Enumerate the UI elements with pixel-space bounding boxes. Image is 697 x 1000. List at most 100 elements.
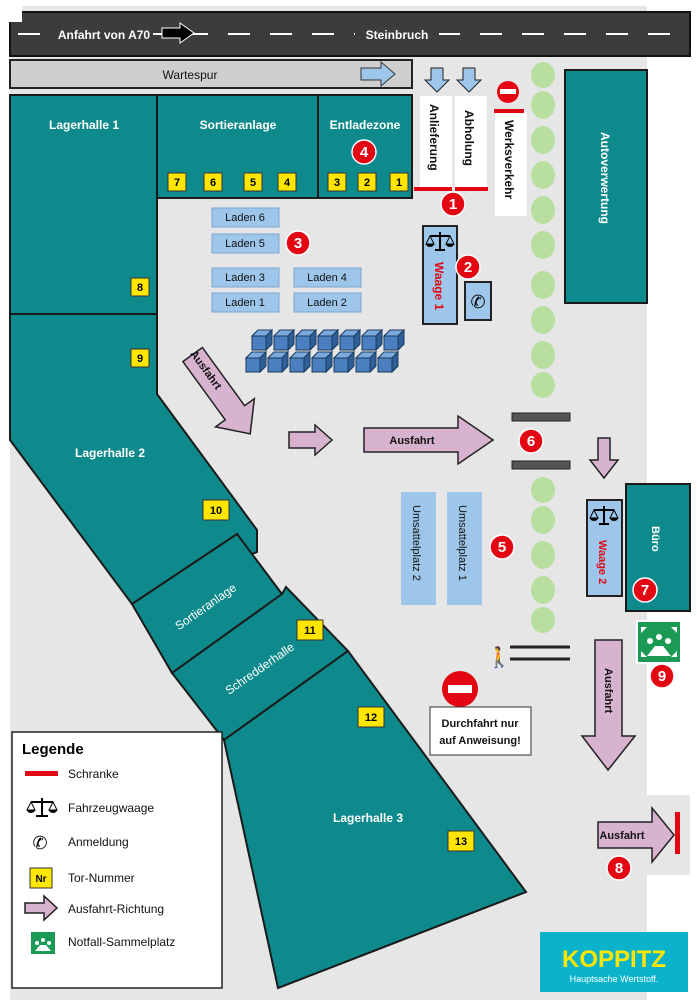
svg-text:3: 3 <box>294 235 302 252</box>
tor-badge: 9 <box>130 348 150 368</box>
svg-text:1: 1 <box>449 196 457 213</box>
road-label-steinbruch: Steinbruch <box>366 28 429 42</box>
exit-arrow-down-small <box>588 437 620 480</box>
arrow-right-icon <box>161 22 195 44</box>
umsattelplatz-1: Umsattelplatz 1 <box>447 492 482 605</box>
notice-box: Durchfahrt nur auf Anweisung! <box>429 706 532 756</box>
tor-badge: 8 <box>130 277 150 297</box>
building-autoverwertung: Autoverwertung <box>564 69 648 304</box>
svg-text:7: 7 <box>174 177 180 189</box>
lane-abholung-label: Abholung <box>462 110 476 166</box>
lagerhalle1-label: Lagerhalle 1 <box>49 118 119 132</box>
exit-arrow-icon <box>24 894 59 922</box>
svg-text:5: 5 <box>498 539 506 556</box>
tor-numbers: 1 2 3 4 5 6 7 8 9 10 11 12 13 <box>130 172 475 852</box>
exit-arrow-final: Ausfahrt <box>597 805 675 865</box>
svg-text:Laden 1: Laden 1 <box>225 297 265 309</box>
access-road: Anfahrt von A70 Steinbruch <box>9 11 691 57</box>
pedestrian-icon: 🚶 <box>487 645 512 669</box>
badge-5: 5 <box>489 534 515 560</box>
svg-text:6: 6 <box>527 433 535 450</box>
exit-arrow-vertical: Ausfahrt <box>580 639 637 772</box>
gate-bar <box>511 412 571 422</box>
laden-box: Laden 1 <box>211 292 280 313</box>
svg-text:8: 8 <box>615 860 623 877</box>
exit-arrow-main: Ausfahrt <box>363 414 495 466</box>
lagerhalle2-label: Lagerhalle 2 <box>75 446 145 460</box>
badge-2: 2 <box>455 254 481 280</box>
logo-brand: KOPPITZ <box>562 946 666 973</box>
notice-line1: Durchfahrt nur <box>442 718 520 730</box>
tor-badge: 3 <box>327 172 347 192</box>
assembly-point-icon <box>31 932 55 954</box>
waage-1-label: Waage 1 <box>432 262 446 311</box>
svg-text:4: 4 <box>284 177 291 189</box>
svg-text:8: 8 <box>137 282 143 294</box>
svg-text:12: 12 <box>365 712 377 724</box>
svg-text:Laden 5: Laden 5 <box>225 238 265 250</box>
svg-text:11: 11 <box>304 625 316 637</box>
scale-icon <box>589 506 619 525</box>
svg-text:9: 9 <box>137 353 143 365</box>
road-label-a70: Anfahrt von A70 <box>58 28 151 42</box>
svg-text:9: 9 <box>658 668 666 685</box>
laden-box: Laden 6 <box>211 207 280 228</box>
svg-text:10: 10 <box>210 505 222 517</box>
laden-box: Laden 2 <box>293 292 362 313</box>
badge-4: 4 <box>351 139 377 165</box>
svg-text:Laden 6: Laden 6 <box>225 212 265 224</box>
svg-text:Laden 2: Laden 2 <box>307 297 347 309</box>
badge-6: 6 <box>518 428 544 454</box>
svg-text:Laden 3: Laden 3 <box>225 272 265 284</box>
umsattelplatz-2: Umsattelplatz 2 <box>401 492 436 605</box>
laden-box: Laden 3 <box>211 267 280 288</box>
exit-arrow-small <box>288 423 334 457</box>
building-lagerhalle2: Lagerhalle 2 <box>9 313 258 606</box>
phone-icon: ✆ <box>32 833 47 853</box>
tor-badge: 12 <box>357 706 385 728</box>
lane-anlieferung-label: Anlieferung <box>427 104 441 171</box>
waage-2-label: Waage 2 <box>596 540 608 584</box>
schranke-anlieferung <box>414 187 452 191</box>
svg-text:13: 13 <box>455 836 467 848</box>
autoverwertung-label: Autoverwertung <box>598 132 612 224</box>
hedge <box>531 62 555 633</box>
lane-werksverkehr: Werksverkehr <box>495 112 527 216</box>
tor-badge: 11 <box>296 619 324 641</box>
building-lagerhalle3: Lagerhalle 3 <box>222 649 528 990</box>
exit-label: Ausfahrt <box>602 668 614 714</box>
svg-text:6: 6 <box>210 177 216 189</box>
legend-sammel: Notfall-Sammelplatz <box>68 935 175 949</box>
exit-label: Ausfahrt <box>389 435 435 447</box>
svg-text:2: 2 <box>364 177 370 189</box>
wartespur-label: Wartespur <box>163 68 218 82</box>
laden-box: Laden 4 <box>293 267 362 288</box>
lane-anlieferung: Anlieferung <box>420 96 452 188</box>
arrow-right-icon <box>360 60 396 88</box>
koppitz-logo: KOPPITZ Hauptsache Wertstoff. <box>540 932 688 992</box>
badge-8: 8 <box>606 855 632 881</box>
lane-werksverkehr-label: Werksverkehr <box>502 120 516 199</box>
entladezone-label: Entladezone <box>330 118 401 132</box>
schranke-icon <box>25 771 58 776</box>
legend-anmeldung: Anmeldung <box>68 835 129 849</box>
umsattelplatz-1-label: Umsattelplatz 1 <box>456 505 468 581</box>
tor-badge: 1 <box>389 172 409 192</box>
lane-abholung: Abholung <box>455 96 487 188</box>
legend-richtung: Ausfahrt-Richtung <box>68 902 164 916</box>
svg-text:5: 5 <box>250 177 256 189</box>
waage-1: Waage 1 <box>422 225 458 325</box>
lagerhalle3-label: Lagerhalle 3 <box>333 811 403 825</box>
legend-nr-sample: Nr <box>35 874 46 885</box>
tor-badge: 7 <box>167 172 187 192</box>
legend-tor: Tor-Nummer <box>68 871 135 885</box>
tor-badge: 6 <box>203 172 223 192</box>
buero-label: Büro <box>649 526 661 552</box>
tor-badge: 10 <box>202 499 230 521</box>
legend: Legende Schranke Fahrzeugwaage ✆ Anmeldu… <box>11 731 223 989</box>
notice-line2: auf Anweisung! <box>439 735 520 747</box>
arrow-down-icon <box>423 67 451 93</box>
tor-badge: 13 <box>447 830 475 852</box>
no-entry-icon <box>442 671 478 707</box>
